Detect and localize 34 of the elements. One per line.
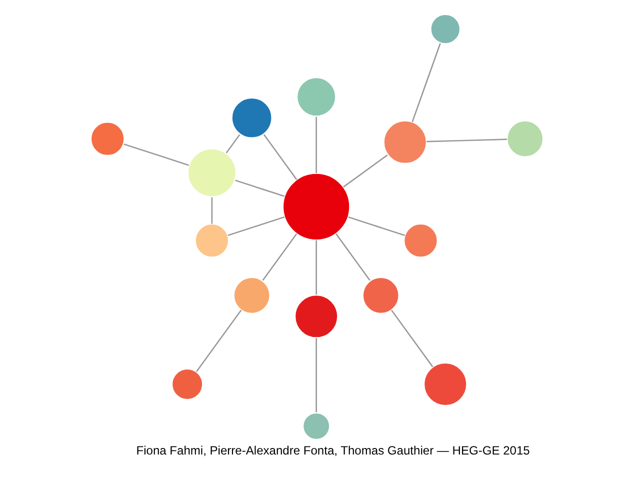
connector xyxy=(316,338,317,412)
node-circle xyxy=(194,222,230,258)
connector xyxy=(263,134,298,180)
node-circle xyxy=(296,76,336,116)
node-circle xyxy=(171,368,204,400)
connector xyxy=(124,143,189,166)
node-circle xyxy=(90,120,125,156)
connector xyxy=(426,138,507,142)
connector xyxy=(196,309,242,372)
node-circle xyxy=(362,276,400,314)
connector xyxy=(412,42,441,122)
node-circle xyxy=(233,276,271,314)
connector xyxy=(262,232,298,280)
connector xyxy=(235,179,285,196)
connector xyxy=(228,216,285,236)
connector xyxy=(348,216,405,236)
connector xyxy=(316,240,317,294)
node-circle xyxy=(403,222,438,258)
connector xyxy=(335,232,370,280)
node-circle xyxy=(430,13,461,44)
caption: Fiona Fahmi, Pierre-Alexandre Fonta, Thomas Gauthier — HEG-GE 2015 xyxy=(136,443,530,458)
connector xyxy=(226,134,240,153)
node-circle xyxy=(231,96,273,138)
node-circle xyxy=(187,147,237,197)
node-circle xyxy=(506,120,544,158)
connector xyxy=(316,116,317,173)
node-circle xyxy=(383,120,428,164)
connector xyxy=(390,309,434,367)
node-circle xyxy=(423,362,468,406)
connector xyxy=(211,196,213,224)
node-circle xyxy=(282,172,350,240)
node-circle xyxy=(302,412,330,440)
node-circle xyxy=(294,294,338,338)
connector xyxy=(343,154,388,187)
